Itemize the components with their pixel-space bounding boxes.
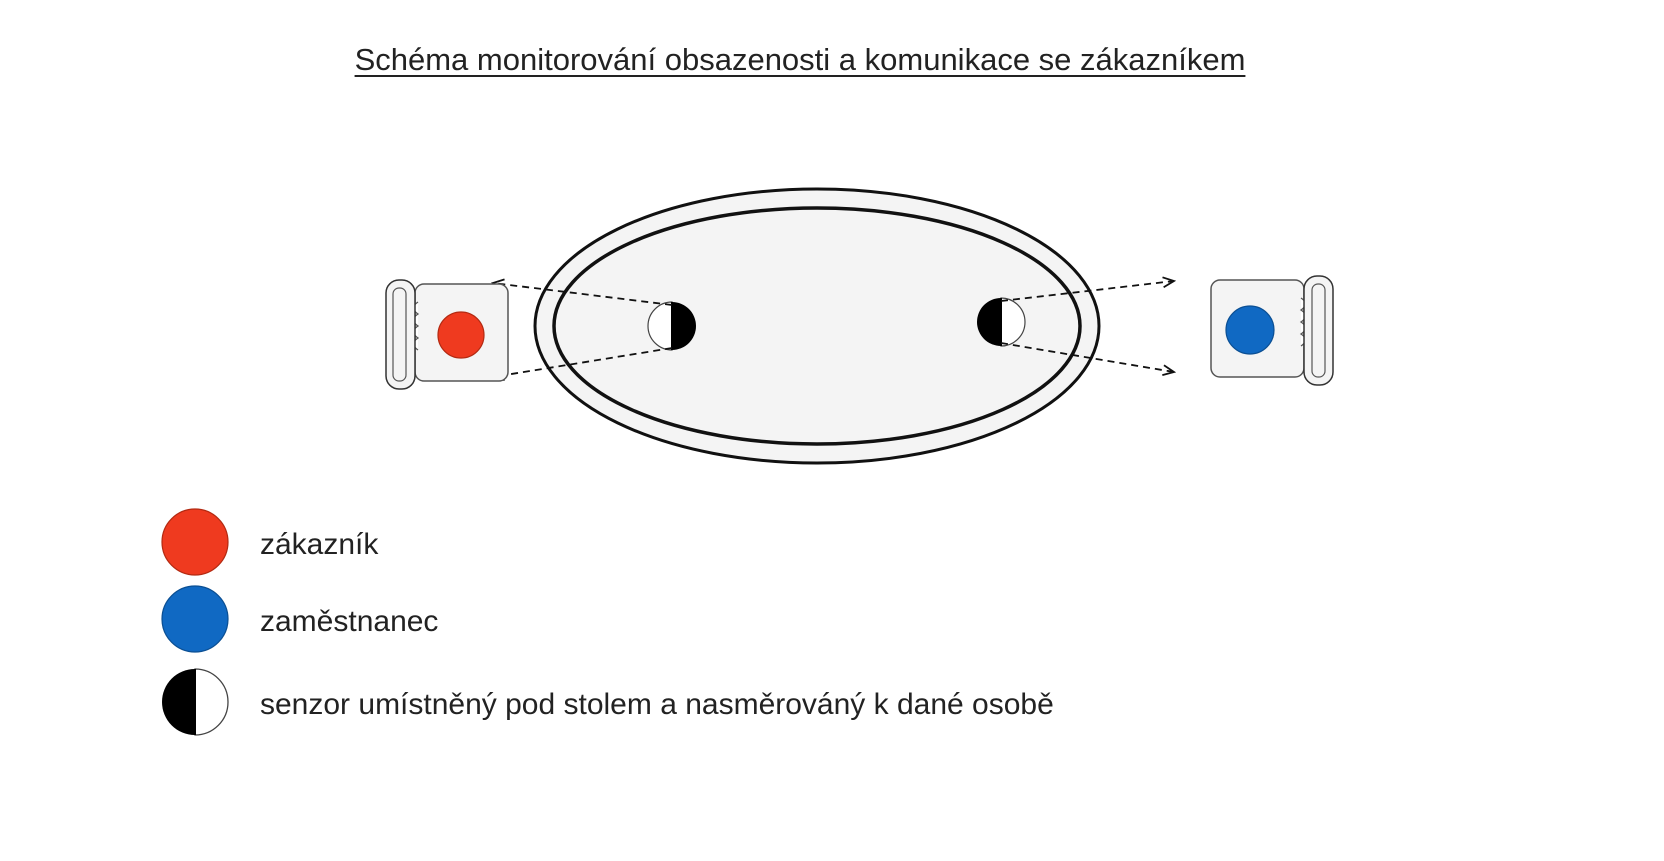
chair-left — [385, 279, 509, 390]
legend-item-sensor: senzor umístněný pod stolem a nasměrován… — [160, 668, 1360, 740]
table — [533, 187, 1101, 465]
sensor-right — [977, 297, 1026, 347]
legend-label-employee: zaměstnanec — [260, 605, 439, 638]
legend-label-customer: zákazník — [260, 528, 379, 561]
legend-label-sensor: senzor umístněný pod stolem a nasměrován… — [260, 688, 1054, 721]
sensor-icon — [162, 668, 229, 736]
table-scene — [385, 187, 1334, 465]
sensor-left — [647, 301, 696, 351]
red-dot-icon — [161, 508, 229, 576]
sensor-left-field — [493, 283, 673, 377]
chair-right — [1210, 275, 1334, 386]
blue-dot-icon — [161, 585, 229, 653]
legend-item-customer: zákazník — [160, 508, 1360, 580]
customer-dot — [437, 311, 485, 359]
sensor-right-field — [1000, 281, 1174, 372]
diagram-title: Schéma monitorování obsazenosti a komuni… — [354, 42, 1246, 77]
legend-item-employee: zaměstnanec — [160, 585, 1360, 657]
employee-dot — [1225, 305, 1275, 355]
